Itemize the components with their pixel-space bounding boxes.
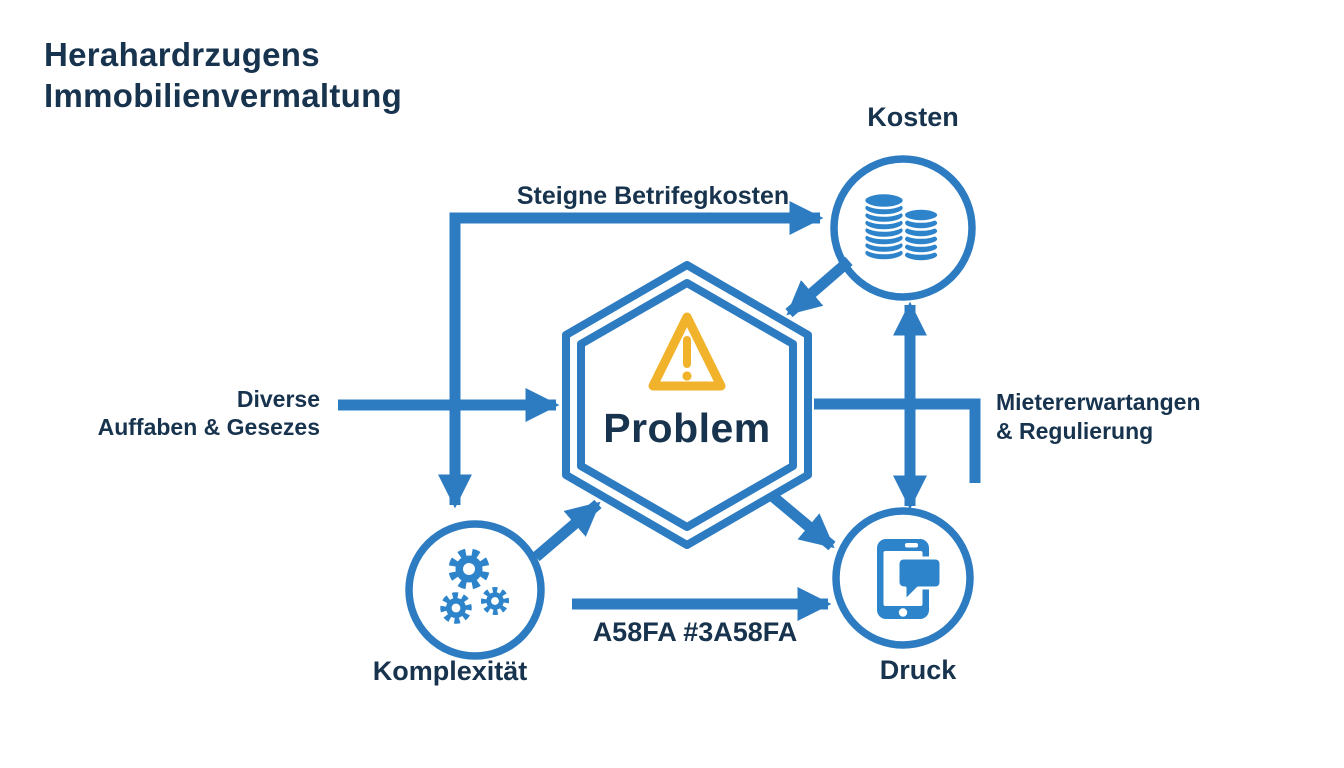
center-node-label: Problem xyxy=(603,405,771,451)
edge-label-left-line2: Auffaben & Gesezes xyxy=(97,414,320,440)
edge-label-right-line1: Mietererwartangen xyxy=(996,389,1201,415)
coin-stack-left xyxy=(862,191,906,262)
gear-small-right xyxy=(481,587,509,615)
page-title: Herahardrzugens Immobilienvermaltung xyxy=(44,34,402,116)
coins-icon xyxy=(862,191,940,263)
edge-label-bottom: A58FA #3A58FA xyxy=(592,617,798,647)
problem-to-druck-arrow xyxy=(767,490,836,551)
problem-to-mieter-elbow-line xyxy=(814,398,981,483)
title-line-2: Immobilienvermaltung xyxy=(44,77,403,114)
komplexitaet-to-problem-arrow xyxy=(532,499,602,562)
edge-label-right-line2: & Regulierung xyxy=(996,418,1154,444)
edge-label-top: Steigne Betrifegkosten xyxy=(516,182,790,210)
edge-label-left: Diverse Auffaben & Gesezes xyxy=(40,385,320,441)
phone-chat-icon xyxy=(877,539,943,619)
komplexitaet-circle xyxy=(405,520,545,660)
warning-triangle-icon xyxy=(648,312,726,391)
node-label-kosten: Kosten xyxy=(867,102,959,132)
chat-bubble xyxy=(896,556,943,603)
edge-label-right: Mietererwartangen & Regulierung xyxy=(996,388,1276,446)
node-label-komplexitaet: Komplexität xyxy=(372,656,528,686)
title-line-1: Herahardrzugens xyxy=(44,36,320,73)
gears-icon xyxy=(440,548,509,624)
gear-small-left xyxy=(440,592,472,624)
edge-label-left-line1: Diverse xyxy=(236,386,320,412)
node-label-druck: Druck xyxy=(879,655,957,685)
gear-large xyxy=(448,548,490,590)
coin-stack-right xyxy=(902,207,940,263)
kosten-to-problem-arrow xyxy=(785,256,853,318)
